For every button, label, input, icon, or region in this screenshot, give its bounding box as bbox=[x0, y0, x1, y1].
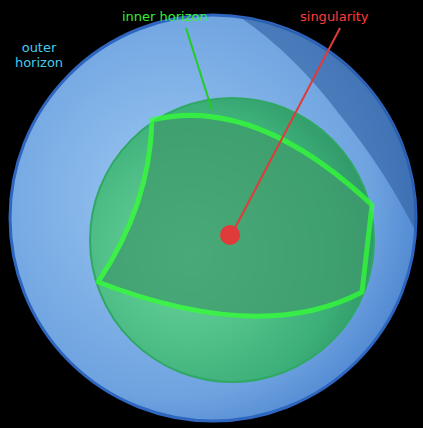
leader-line bbox=[235, 28, 340, 228]
singularity-dot bbox=[220, 225, 240, 245]
outer-horizon-sphere bbox=[10, 15, 416, 421]
label-text: singularity bbox=[300, 9, 400, 24]
leader-line bbox=[186, 28, 212, 110]
inner-horizon-sphere bbox=[90, 98, 374, 382]
label-text: outer horizon bbox=[8, 40, 70, 70]
label-text: inner horizon bbox=[122, 9, 232, 24]
inner-cutaway bbox=[98, 115, 372, 316]
